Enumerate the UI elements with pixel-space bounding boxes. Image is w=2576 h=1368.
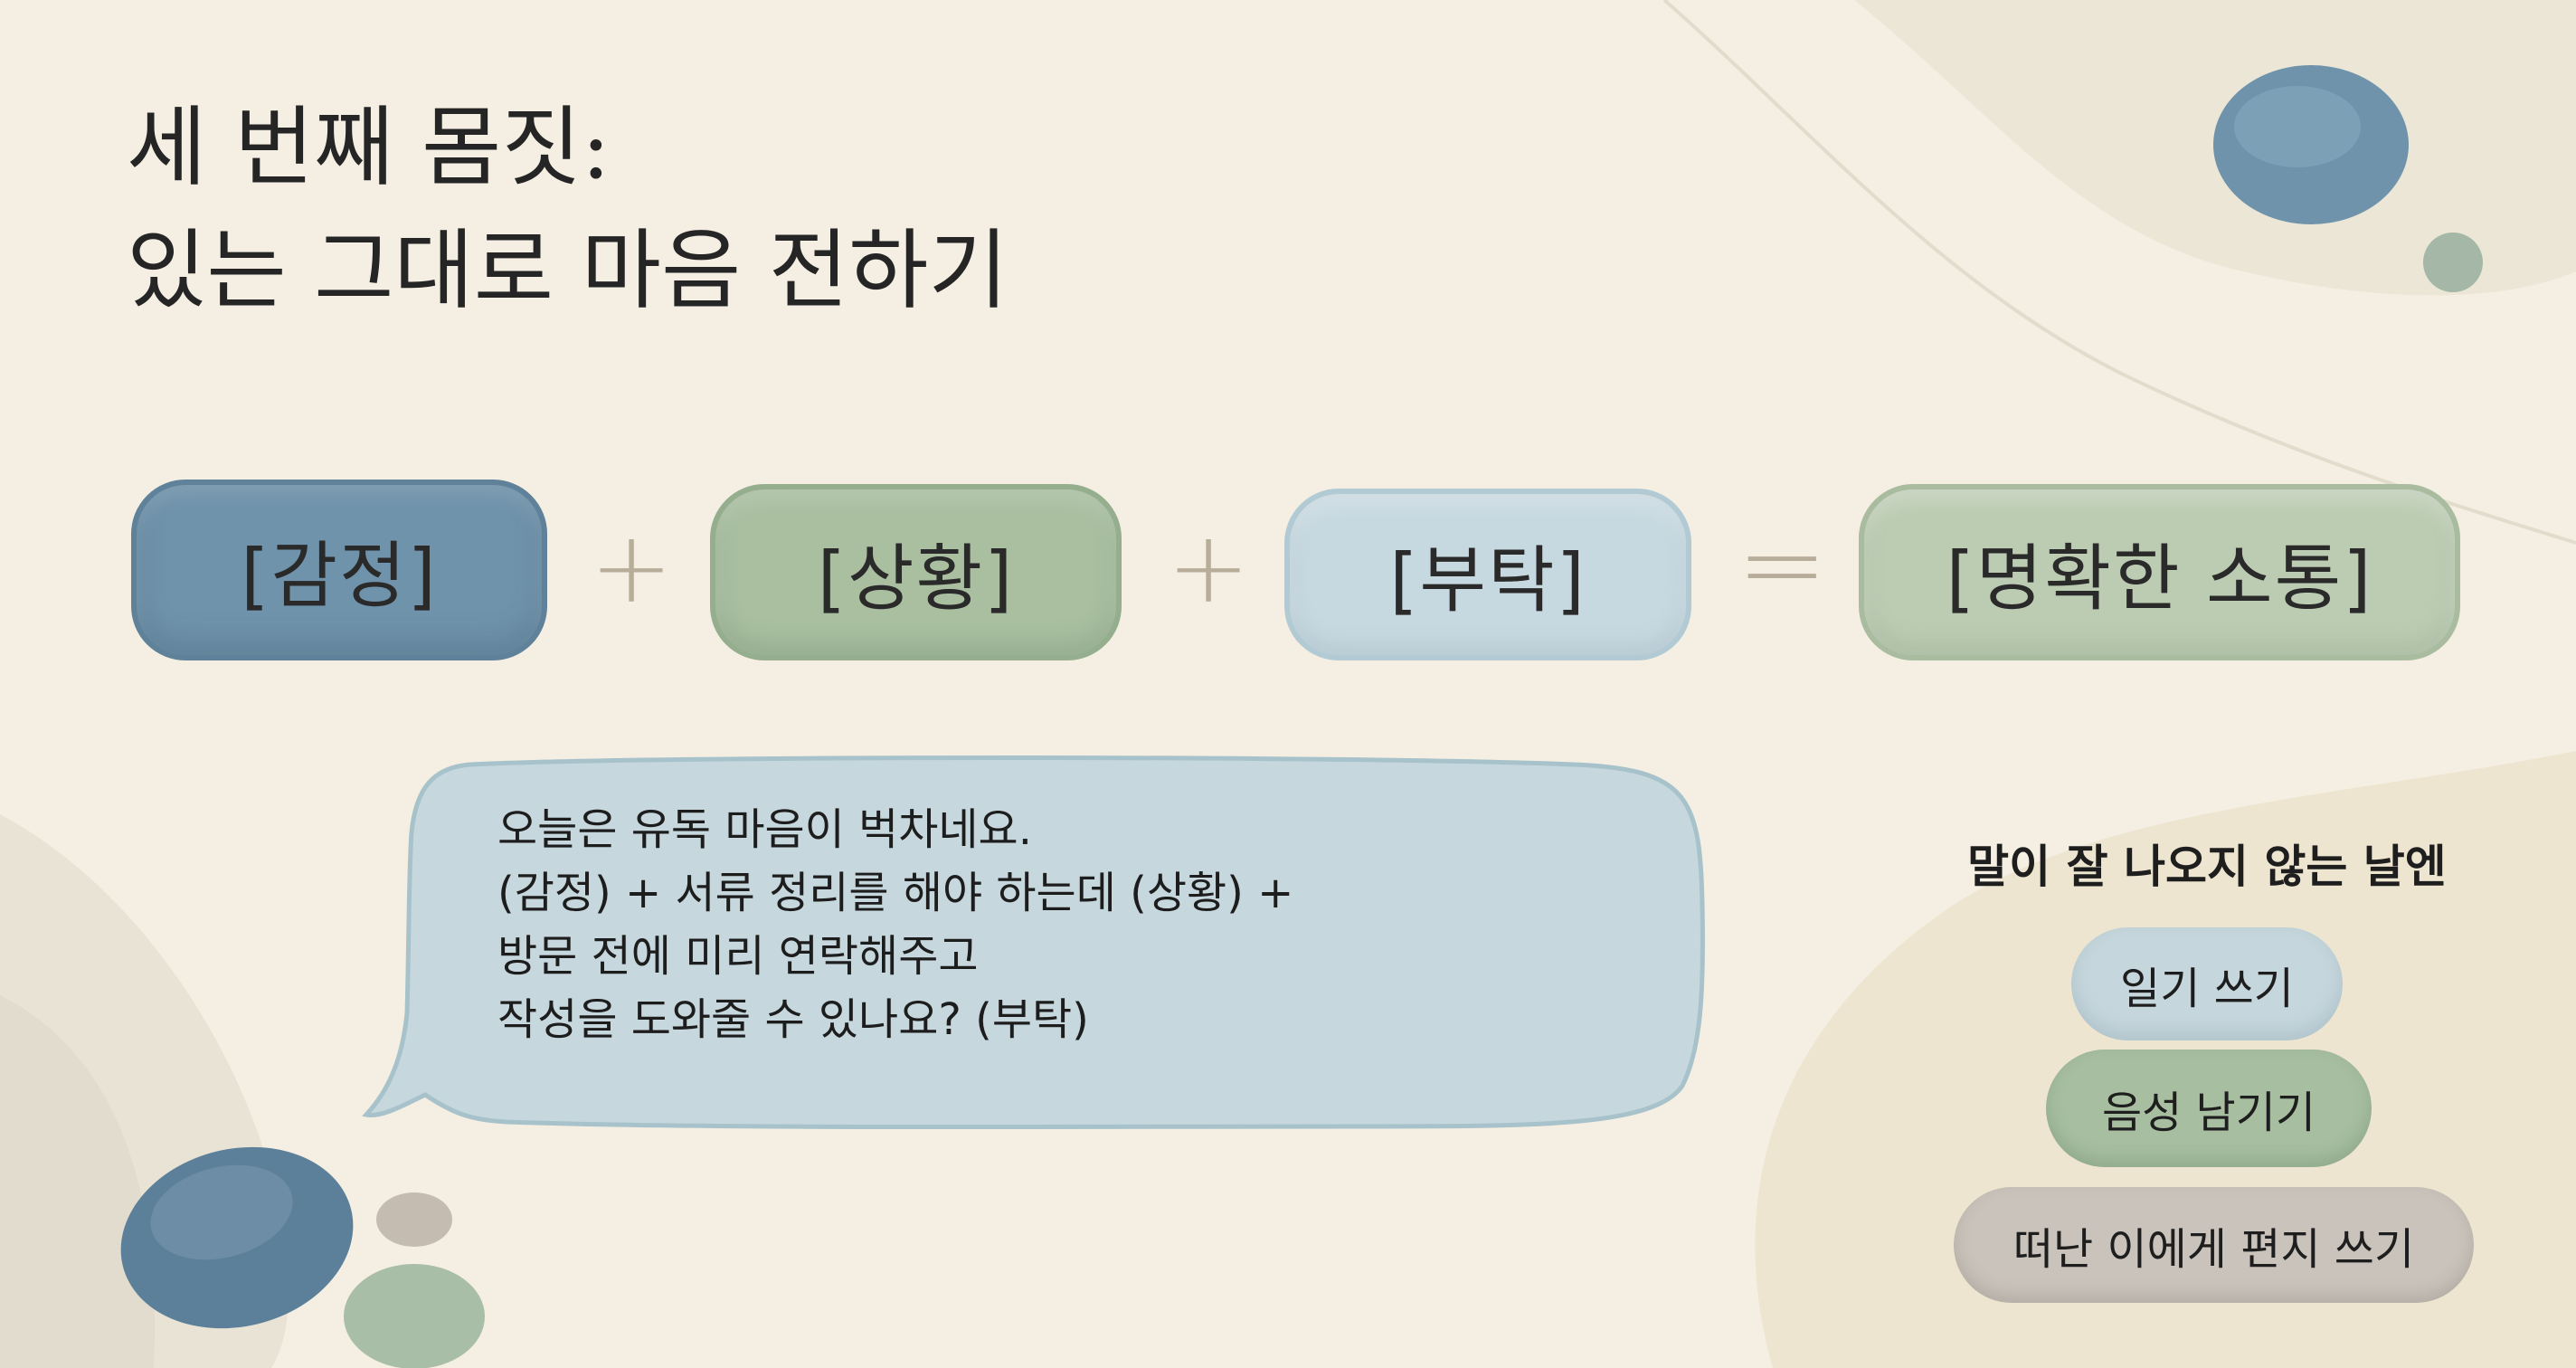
result-block: [명확한 소통] (1859, 484, 2460, 660)
speech-bubble (362, 755, 1705, 1130)
example-line-1: 오늘은 유독 마음이 벅차네요. (497, 804, 1032, 855)
title-line-2: 있는 그대로 마음 전하기 (127, 220, 1009, 321)
sage-pebble-bottom (344, 1264, 485, 1368)
situation-block: [상황] (710, 484, 1122, 660)
emotion-block: [감정] (131, 480, 547, 660)
example-text: 오늘은 유독 마음이 벅차네요. (감정) + 서류 정리를 해야 하는데 (상… (497, 798, 1293, 1051)
title-line-1: 세 번째 몸짓: (127, 97, 611, 198)
plus-sign-2: + (1167, 509, 1251, 625)
example-line-2: (감정) + 서류 정리를 해야 하는데 (상황) + (497, 868, 1294, 918)
alternatives-title: 말이 잘 나오지 않는 날엔 (1967, 841, 2447, 893)
request-block: [부탁] (1284, 489, 1691, 660)
bottom-left-wash-2 (0, 995, 156, 1368)
plus-sign-1: + (590, 509, 674, 625)
alternative-voice: 음성 남기기 (2046, 1050, 2372, 1167)
equals-sign: = (1737, 502, 1828, 628)
alternative-diary: 일기 쓰기 (2071, 927, 2343, 1040)
grey-pebble-bottom (376, 1192, 452, 1247)
page-title: 세 번째 몸짓: 있는 그대로 마음 전하기 (127, 86, 1009, 332)
example-line-3: 방문 전에 미리 연락해주고 (497, 931, 979, 982)
example-line-4: 작성을 도와줄 수 있나요? (부탁) (497, 994, 1089, 1045)
sage-pebble-top (2423, 233, 2483, 292)
alternative-letter: 떠난 이에게 편지 쓰기 (1954, 1187, 2474, 1303)
